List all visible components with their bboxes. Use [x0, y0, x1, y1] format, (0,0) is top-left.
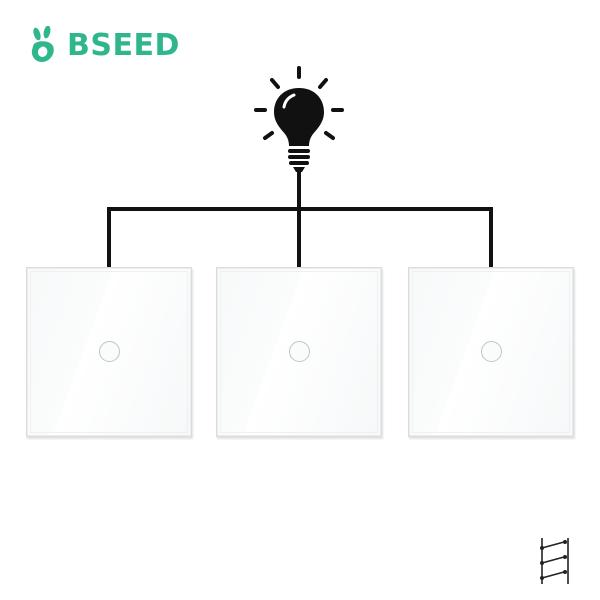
- touch-button-1[interactable]: [99, 341, 120, 362]
- bseed-leaf-icon: [31, 26, 54, 62]
- touch-button-3[interactable]: [481, 341, 502, 362]
- touch-button-2[interactable]: [289, 341, 310, 362]
- wall-switch-1: [26, 267, 192, 437]
- brand-name: BSEED: [67, 28, 180, 63]
- light-bulb-icon: [254, 66, 344, 172]
- wall-switch-2: [216, 267, 382, 437]
- three-way-switch-icon: [540, 538, 569, 584]
- brand-logo: BSEED: [28, 26, 180, 66]
- wall-switch-3: [408, 267, 574, 437]
